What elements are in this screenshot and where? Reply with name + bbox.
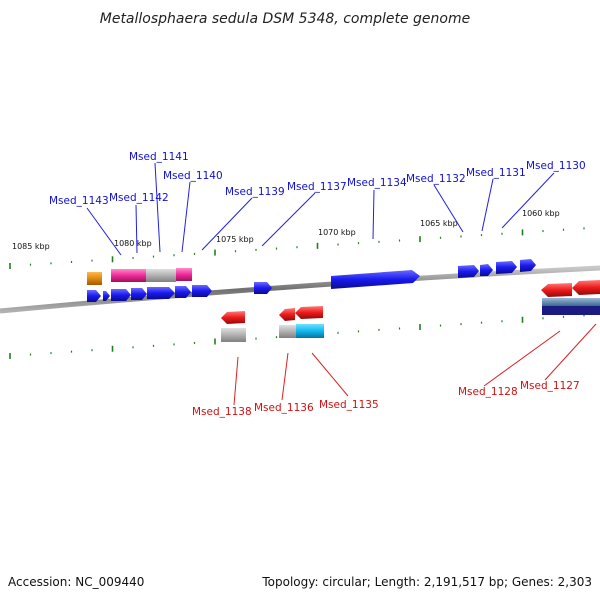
accession-text: Accession: NC_009440: [8, 575, 144, 589]
label-msed-1138[interactable]: Msed_1138: [192, 406, 252, 418]
label-msed-1140[interactable]: Msed_1140: [163, 170, 223, 182]
label-msed-1131[interactable]: Msed_1131: [466, 167, 526, 179]
map-title: Metallosphaera sedula DSM 5348, complete…: [100, 11, 470, 27]
bottom-gene-labels: Msed_1138 Msed_1136 Msed_1135 Msed_1128 …: [192, 380, 580, 418]
gene-msed-1141[interactable]: [146, 269, 176, 282]
genome-backbone: [0, 265, 600, 314]
gene-msed-1127-red[interactable]: [572, 280, 600, 295]
gene-msed-1131[interactable]: [480, 264, 493, 276]
gene-pink-2[interactable]: [131, 269, 146, 282]
label-msed-1143[interactable]: Msed_1143: [49, 195, 109, 207]
bottom-leader-lines: [233, 323, 597, 406]
gene-msed-1128[interactable]: [542, 298, 600, 306]
top-leader-lines: [86, 162, 555, 256]
label-msed-1137[interactable]: Msed_1137: [287, 181, 347, 193]
scale-labels: 1085 kbp 1080 kbp 1075 kbp 1070 kbp 1065…: [12, 209, 560, 251]
scale-label-1085: 1085 kbp: [12, 242, 50, 251]
gene-msed-1130[interactable]: [496, 261, 517, 274]
scale-label-1080: 1080 kbp: [114, 239, 152, 248]
gene-blue-4[interactable]: [175, 286, 191, 298]
gene-orange[interactable]: [87, 272, 102, 285]
gene-msed-1132[interactable]: [458, 265, 479, 278]
gene-msed-1134[interactable]: [331, 270, 420, 289]
gene-msed-1139[interactable]: [192, 285, 212, 297]
gene-msed-1135[interactable]: [296, 324, 324, 338]
label-msed-1128[interactable]: Msed_1128: [458, 386, 518, 398]
reverse-strand-genes: [221, 280, 600, 342]
scale-label-1065: 1065 kbp: [420, 219, 458, 228]
scale-label-1075: 1075 kbp: [216, 235, 254, 244]
gene-red-1138-top[interactable]: [221, 311, 245, 324]
label-msed-1139[interactable]: Msed_1139: [225, 186, 285, 198]
gene-msed-1136[interactable]: [279, 325, 296, 338]
label-msed-1135[interactable]: Msed_1135: [319, 399, 379, 411]
gene-msed-1140[interactable]: [176, 268, 192, 281]
gene-blue-2[interactable]: [131, 288, 147, 300]
scale-label-1070: 1070 kbp: [318, 228, 356, 237]
top-gene-labels: Msed_1143 Msed_1142 Msed_1141 Msed_1140 …: [49, 151, 586, 207]
gene-blue-3[interactable]: [147, 287, 175, 299]
gene-msed-1143[interactable]: [87, 290, 101, 302]
gene-red-1136-top[interactable]: [279, 308, 295, 321]
gene-red-1135-top[interactable]: [295, 306, 323, 319]
label-msed-1130[interactable]: Msed_1130: [526, 160, 586, 172]
label-msed-1132[interactable]: Msed_1132: [406, 173, 466, 185]
gene-msed-1138[interactable]: [221, 328, 246, 342]
label-msed-1134[interactable]: Msed_1134: [347, 177, 407, 189]
gene-blue-end[interactable]: [520, 259, 536, 272]
gene-msed-1137[interactable]: [254, 282, 272, 294]
label-msed-1136[interactable]: Msed_1136: [254, 402, 314, 414]
label-msed-1142[interactable]: Msed_1142: [109, 192, 169, 204]
gene-blue-small[interactable]: [103, 291, 110, 301]
scale-label-1060: 1060 kbp: [522, 209, 560, 218]
label-msed-1127[interactable]: Msed_1127: [520, 380, 580, 392]
topology-text: Topology: circular; Length: 2,191,517 bp…: [261, 575, 592, 589]
gene-msed-1128-red[interactable]: [541, 283, 572, 297]
label-msed-1141[interactable]: Msed_1141: [129, 151, 189, 163]
forward-strand-genes: [87, 259, 536, 302]
scale-ticks-top: [9, 227, 585, 269]
gene-msed-1127[interactable]: [542, 306, 600, 315]
gene-blue-1[interactable]: [111, 289, 131, 301]
gene-msed-1142[interactable]: [111, 269, 131, 282]
